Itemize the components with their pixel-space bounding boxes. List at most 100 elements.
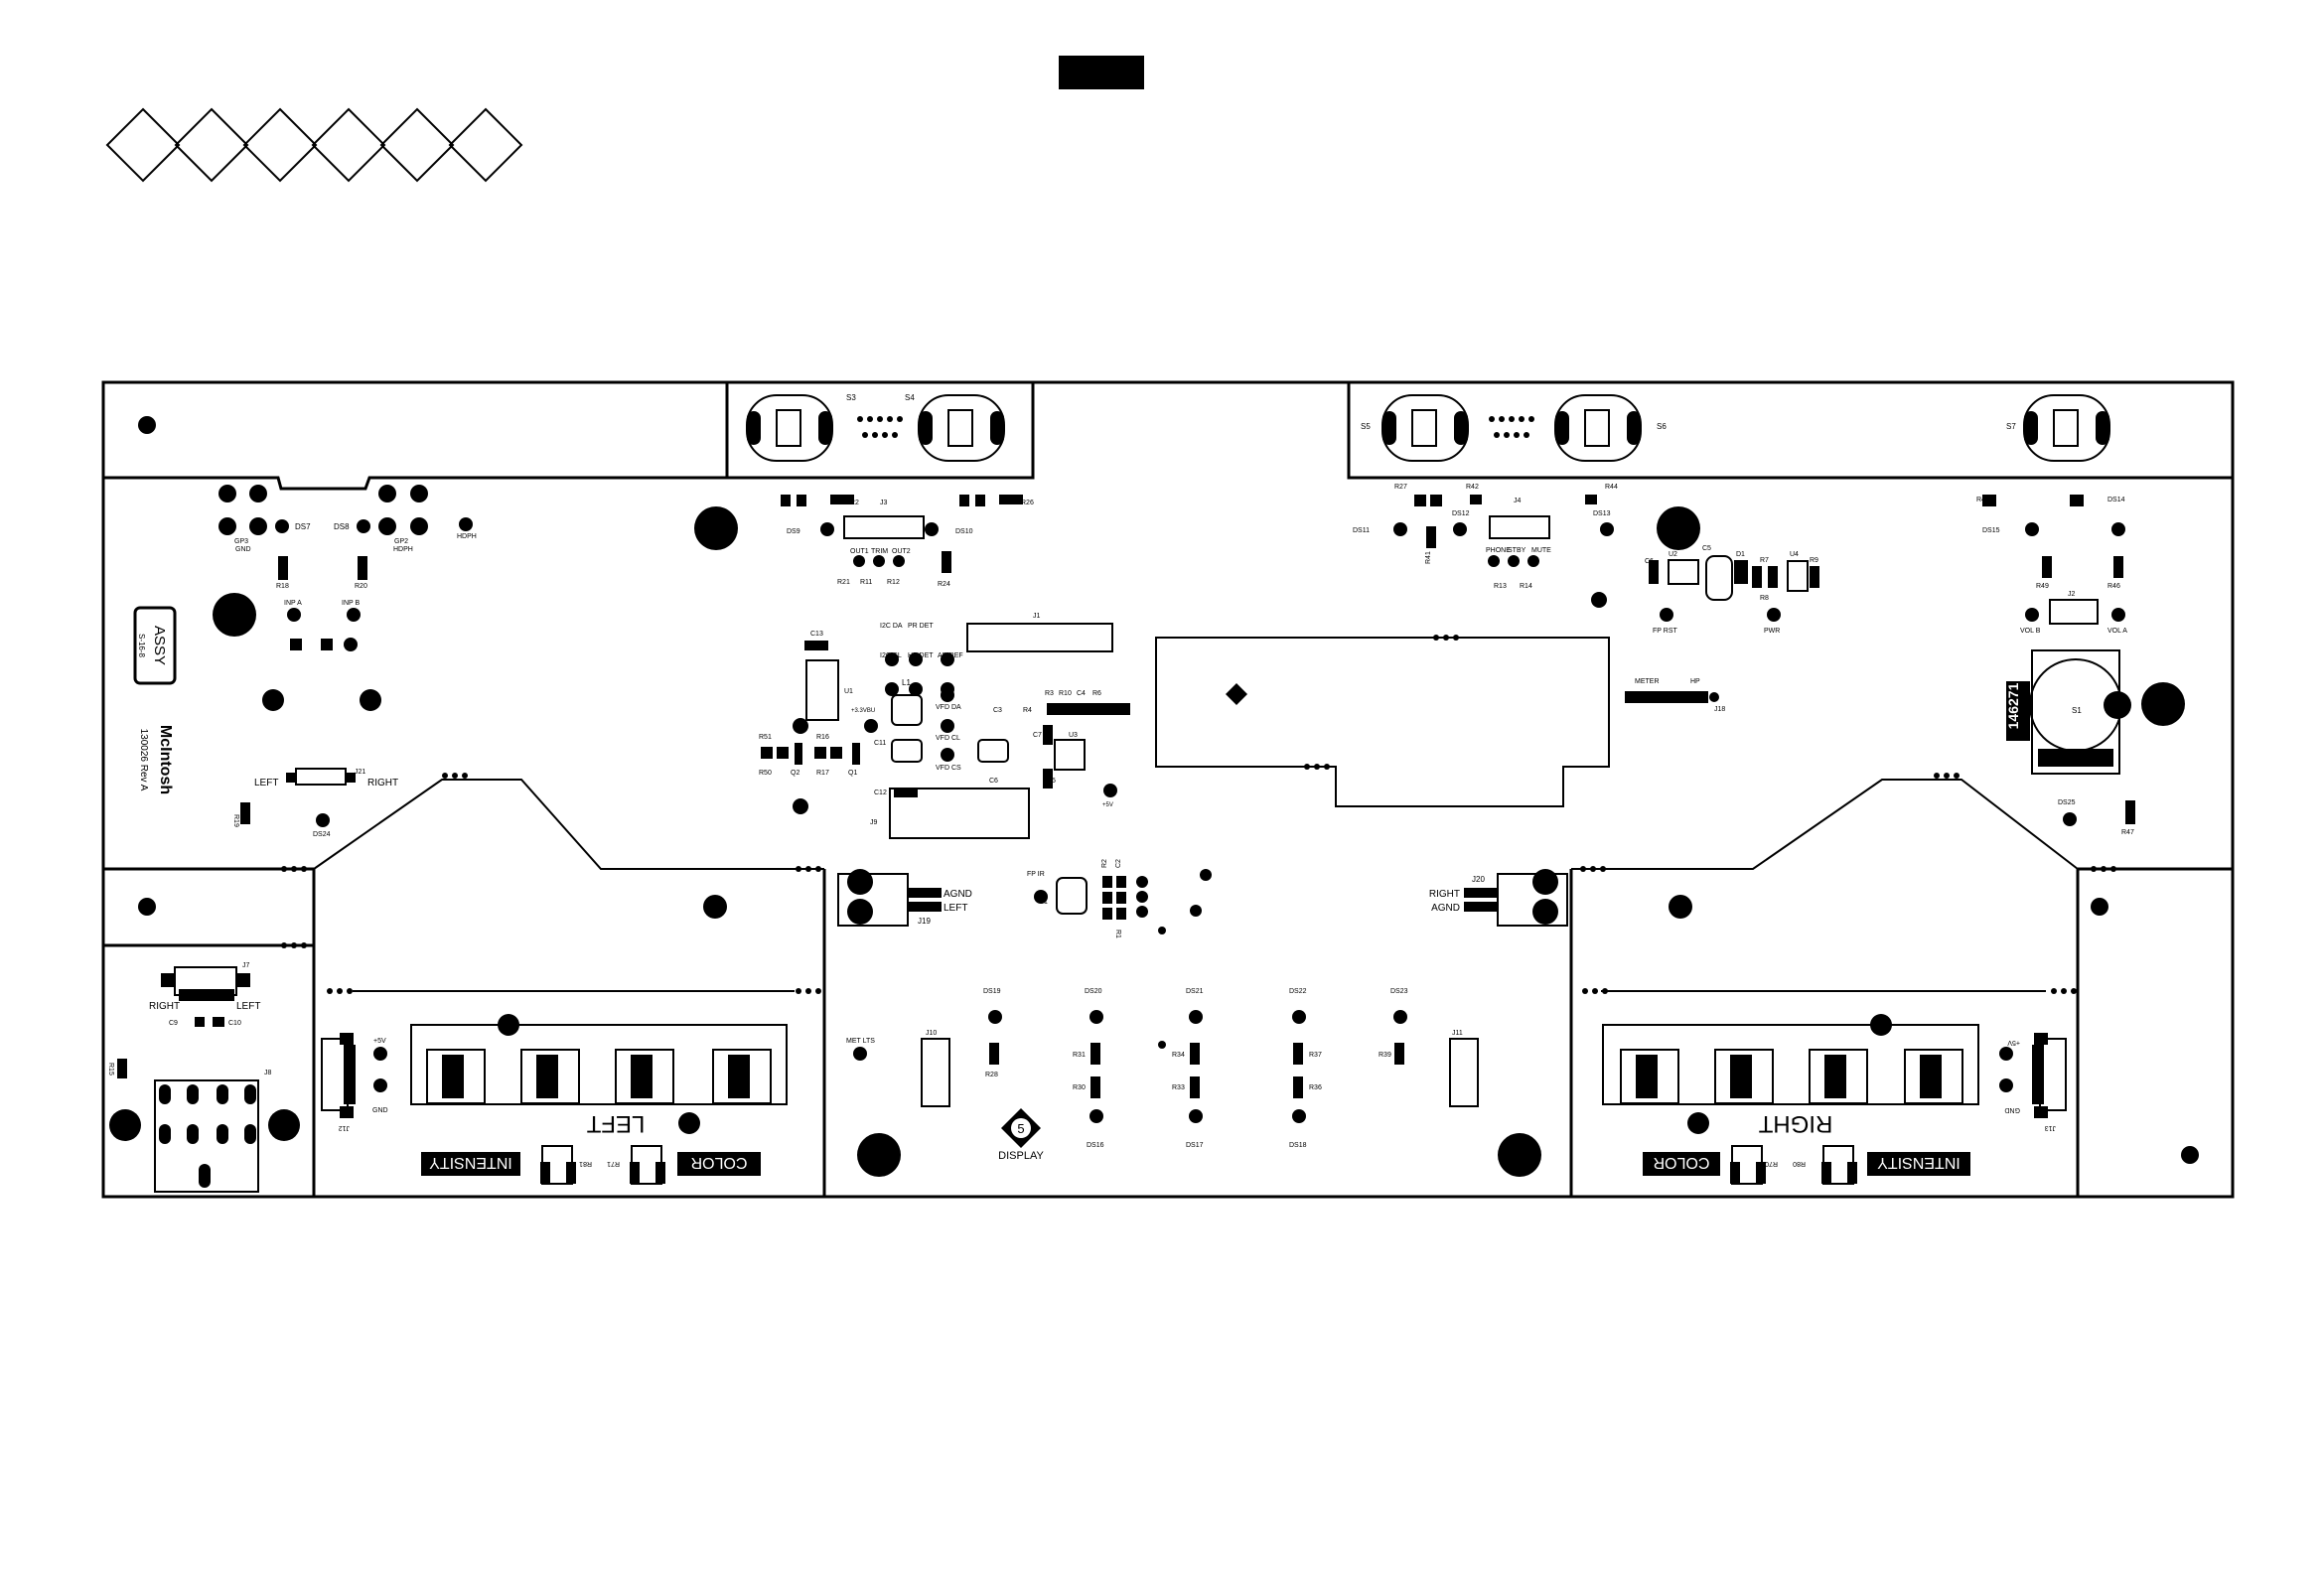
lbl-c2: C2: [1115, 859, 1122, 868]
lbl-r41: R41: [1425, 551, 1432, 564]
lbl-u3: U3: [1069, 732, 1078, 739]
left-intensity-label: INTENSITY: [429, 1154, 512, 1171]
u1-ic: [805, 659, 839, 721]
lbl-r22: R22: [846, 500, 859, 506]
assy-sublabel: S-16-8: [137, 634, 146, 658]
diamond-5: [379, 107, 455, 183]
lbl-ds25: DS25: [2058, 799, 2076, 806]
lbl-u1: U1: [844, 688, 853, 695]
lbl-s5: S5: [1361, 422, 1371, 431]
lbl-i2c-da: I2C DA: [880, 623, 903, 630]
lbl-r80: R80: [1793, 1160, 1806, 1167]
lbl-phone: PHONE: [1486, 547, 1511, 554]
lbl-r15: R15: [107, 1063, 114, 1076]
lbl-out2: OUT2: [892, 548, 911, 555]
lbl-vol-b: VOL B: [2020, 628, 2041, 635]
lbl-out1: OUT1: [850, 548, 869, 555]
lbl-pwr: PWR: [1764, 628, 1780, 635]
j20-right: RIGHT: [1429, 889, 1460, 900]
lbl-c1: C1: [1039, 899, 1048, 906]
lbl-ds9: DS9: [787, 528, 800, 535]
lbl-j9: J9: [870, 819, 878, 826]
left-display-panel: [321, 1014, 788, 1185]
assy-label: ASSY: [151, 626, 168, 665]
diamond-6: [448, 107, 523, 183]
lbl-r2: R2: [1101, 859, 1108, 868]
lower-sections: [103, 779, 2233, 1197]
lbl-gnd: GND: [235, 546, 251, 553]
right-display-panel: [1602, 1014, 2067, 1185]
lbl-j4: J4: [1514, 498, 1522, 504]
lbl-r4: R4: [1023, 707, 1032, 714]
lbl-r7: R7: [1760, 557, 1769, 564]
lbl-ds13: DS13: [1593, 510, 1611, 517]
lbl-q2: Q2: [791, 770, 799, 777]
assy-box: [133, 606, 177, 685]
lbl-r14: R14: [1520, 583, 1532, 590]
lbl-vol-a: VOL A: [2107, 628, 2127, 635]
lbl-s3: S3: [846, 393, 856, 402]
lbl-r17: R17: [816, 770, 829, 777]
lbl-c12: C12: [874, 789, 887, 796]
lbl-c10: C10: [228, 1020, 241, 1027]
lbl-j13: J13: [2045, 1124, 2056, 1131]
switch-s6: [1554, 394, 1642, 462]
pin-dots: [281, 416, 2116, 994]
lbl-r30: R30: [1073, 1084, 1086, 1091]
j9-header: [889, 788, 1030, 839]
lbl-r39: R39: [1379, 1052, 1391, 1059]
lbl-s6: S6: [1657, 422, 1667, 431]
lbl-r49: R49: [2036, 583, 2049, 590]
j1-header: [966, 623, 1113, 652]
lbl-inp-a: INP A: [284, 600, 302, 607]
lbl-r27: R27: [1394, 484, 1407, 491]
lbl-c9: C9: [169, 1020, 178, 1027]
j19-agnd: AGND: [944, 889, 972, 900]
lbl-r24: R24: [938, 581, 950, 588]
lbl-r8: R8: [1760, 595, 1769, 602]
display-badge: 5: [1017, 1121, 1024, 1136]
j20-ref: J20: [1472, 875, 1485, 884]
lbl-vfd-cs: VFD CS: [936, 765, 961, 772]
lbl-ad-ref: AD REF: [938, 652, 963, 659]
lbl-gp3: GP3: [234, 538, 248, 545]
display-label: DISPLAY: [998, 1150, 1044, 1162]
left-color-label: COLOR: [691, 1154, 748, 1171]
lbl-j10: J10: [926, 1030, 937, 1037]
lbl-met-lts: MET LTS: [846, 1038, 875, 1045]
lower-left-components: [117, 966, 259, 1193]
lbl-d1: D1: [1736, 551, 1745, 558]
lbl-r12: R12: [887, 579, 900, 586]
brand-logo: McIntosh: [157, 725, 174, 794]
diamond-3: [242, 107, 318, 183]
j19-left: LEFT: [944, 903, 967, 914]
lbl-r18: R18: [276, 583, 289, 590]
diamond-4: [311, 107, 386, 183]
lbl-ds21: DS21: [1186, 988, 1204, 995]
lbl-j7-right: RIGHT: [149, 1001, 180, 1012]
lbl-r16: R16: [816, 734, 829, 741]
lbl-c3: C3: [993, 707, 1002, 714]
lbl-3v3bu: +3.3VBU: [851, 708, 875, 714]
lbl-j21: J21: [355, 769, 365, 776]
top-strip: [103, 382, 2233, 491]
lbl-j18: J18: [1714, 706, 1725, 713]
lbl-gnd-r: GND: [2004, 1106, 2020, 1113]
lbl-gnd-l: GND: [372, 1107, 388, 1114]
lbl-s1: S1: [2072, 706, 2082, 715]
lbl-c7: C7: [1033, 732, 1042, 739]
serial-number: 146271: [2005, 682, 2021, 729]
lbl-ds19: DS19: [983, 988, 1001, 995]
right-upper-components: [1393, 495, 2135, 826]
lbl-gp2: GP2: [394, 538, 408, 545]
lbl-r9: R9: [1810, 557, 1818, 564]
lbl-c5: C5: [1702, 545, 1711, 552]
lbl-s7: S7: [2006, 422, 2016, 431]
lbl-ds18: DS18: [1289, 1142, 1307, 1149]
lbl-left: LEFT: [254, 778, 278, 789]
lbl-r48: R48: [1976, 497, 1989, 503]
lbl-s4: S4: [905, 393, 915, 402]
lbl-hp-det: HP DET: [908, 652, 934, 659]
l1: [891, 694, 923, 726]
lbl-r31: R31: [1073, 1052, 1086, 1059]
